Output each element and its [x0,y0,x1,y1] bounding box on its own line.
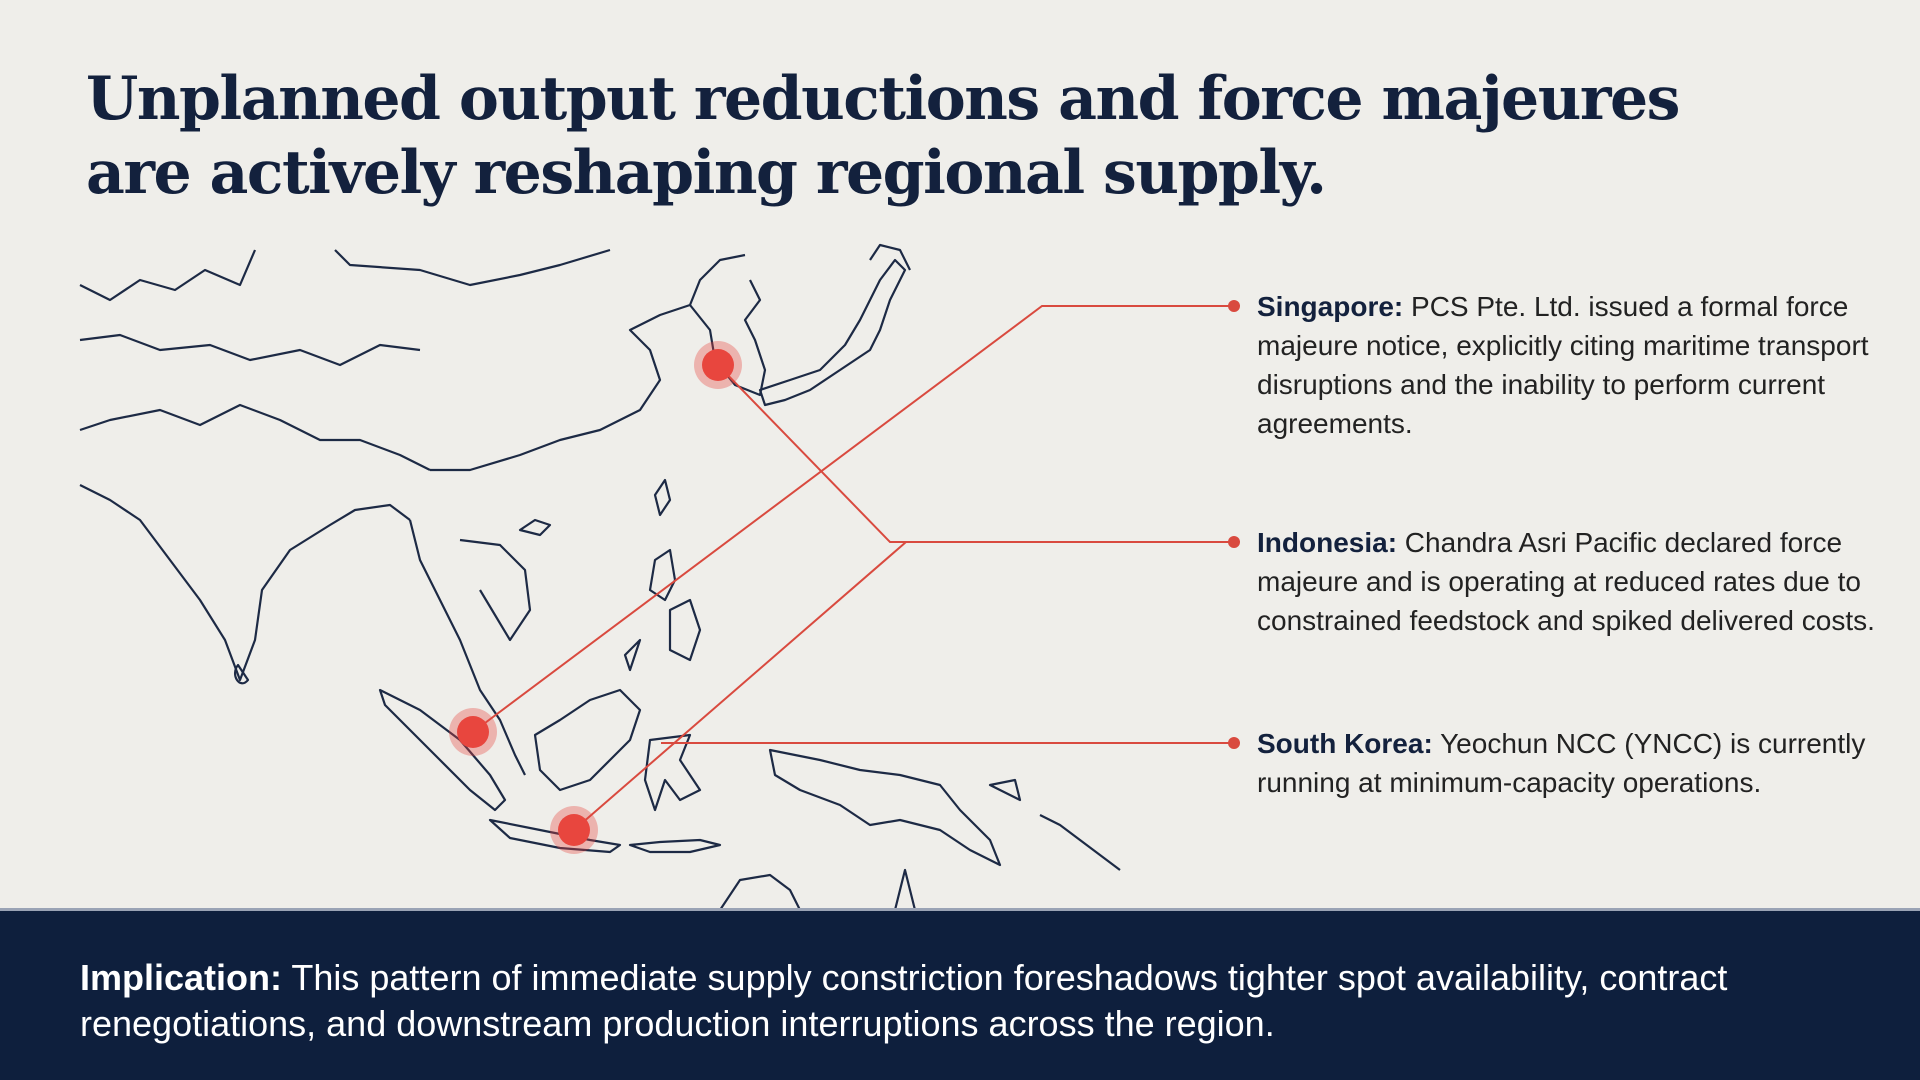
location-markers [449,341,742,854]
callout-label: South Korea: [1257,728,1433,759]
implication-label: Implication: [80,957,283,998]
callout-text: Yeochun NCC (YNCC) is currently running … [1257,728,1866,798]
page-title: Unplanned output reductions and force ma… [86,64,1680,208]
callout-label: Indonesia: [1257,527,1398,558]
callout-indonesia: Indonesia: Chandra Asri Pacific declared… [1257,523,1897,640]
callout-text: PCS Pte. Ltd. issued a formal force maje… [1257,291,1869,439]
implication-banner: Implication: This pattern of immediate s… [0,908,1920,1080]
connector-lines [472,305,1234,831]
callout-singapore: Singapore: PCS Pte. Ltd. issued a formal… [1257,287,1897,443]
callout-label: Singapore: [1257,291,1404,322]
callout-south-korea: South Korea: Yeochun NCC (YNCC) is curre… [1257,724,1897,802]
bullet-dots [1228,300,1240,749]
asia-map [79,243,1240,910]
implication-text: This pattern of immediate supply constri… [80,957,1728,1044]
coastlines [79,243,1121,910]
callout-text: Chandra Asri Pacific declared force maje… [1257,527,1875,636]
